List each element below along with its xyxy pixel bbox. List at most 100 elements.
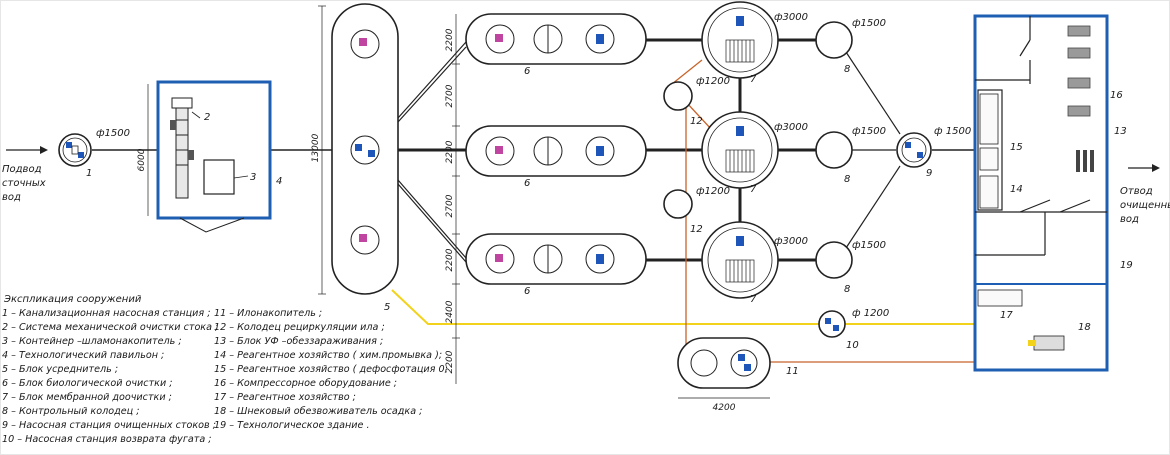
legend-item: 6 – Блок биологической очистки ; <box>2 377 172 389</box>
outlet-line-2: очищенных <box>1120 200 1170 211</box>
legend-item: 8 – Контрольный колодец ; <box>2 406 139 417</box>
callout-9: 9 <box>926 168 932 179</box>
callout-17: 17 <box>1000 310 1013 321</box>
diameter-1: ф1500 <box>96 128 130 139</box>
recirc-wells-12 <box>663 81 693 219</box>
control-wells-8 <box>815 21 853 279</box>
callout-6-top: 6 <box>524 66 530 77</box>
bio-block-bot <box>465 233 647 285</box>
reagent-17 <box>977 289 1023 307</box>
diameter-7-top: ф3000 <box>774 12 808 23</box>
pipe-5-6top-b <box>397 46 467 123</box>
pump-station-1 <box>58 133 92 167</box>
legend-item: 11 – Илонакопитель ; <box>214 308 322 319</box>
diameter-8-bot: ф1500 <box>852 240 886 251</box>
pump-icon <box>78 152 84 158</box>
callout-13: 13 <box>1114 126 1127 137</box>
legend-item: 14 – Реагентное хозяйство ( хим.промывка… <box>214 350 442 361</box>
callout-14: 14 <box>1010 184 1023 195</box>
pump-station-10 <box>818 310 846 338</box>
dim-2700-a: 2700 <box>445 84 455 107</box>
legend-item: 19 – Технологическое здание . <box>214 420 370 431</box>
diameter-8-top: ф1500 <box>852 18 886 29</box>
dim-2400: 2400 <box>445 300 455 323</box>
dim-2700-b: 2700 <box>445 194 455 217</box>
building-19 <box>973 14 1109 372</box>
callout-12-top: 12 <box>690 116 703 127</box>
legend-col-2: 11 – Илонакопитель ; 12 – Колодец рецирк… <box>214 308 448 431</box>
callout-7-bot: 7 <box>750 294 757 305</box>
pump-icon <box>355 144 362 151</box>
inlet-line-2: сточных <box>2 178 46 189</box>
legend-item: 3 – Контейнер –шламонакопитель ; <box>2 336 182 347</box>
legend-item: 13 – Блок УФ –обеззараживания ; <box>214 335 383 347</box>
pipe-8-9-top <box>845 51 901 135</box>
callout-3: 3 <box>250 172 256 183</box>
diameter-12-top: ф1200 <box>696 76 730 87</box>
legend-item: 10 – Насосная станция возврата фугата ; <box>2 434 212 445</box>
legend-col-1: 1 – Канализационная насосная станция ; 2… <box>2 308 218 445</box>
pipe-5-6bot <box>397 179 467 259</box>
uv-block-13 <box>1076 150 1094 172</box>
inlet-line-3: вод <box>2 192 21 203</box>
inlet-arrowhead <box>40 146 48 154</box>
callout-8-bot: 8 <box>844 284 850 295</box>
callout-5: 5 <box>384 302 390 313</box>
callout-2: 2 <box>204 112 210 123</box>
legend-item: 2 – Система механической очистки стока ; <box>2 322 218 333</box>
legend-item: 12 – Колодец рециркуляции ила ; <box>214 322 385 333</box>
dim-2200-d: 2200 <box>445 350 455 373</box>
diameter-10: ф 1200 <box>852 308 889 319</box>
callout-12-bot: 12 <box>690 224 703 235</box>
dimension-lines <box>147 5 770 399</box>
membrane-blocks-7 <box>701 1 779 299</box>
diameter-12-bot: ф1200 <box>696 186 730 197</box>
callout-6-bot: 6 <box>524 286 530 297</box>
legend-item: 7 – Блок мембранной доочистки ; <box>2 391 172 403</box>
pump-icon <box>66 142 72 148</box>
callout-7-top: 7 <box>750 74 757 85</box>
callout-8-mid: 8 <box>844 174 850 185</box>
legend-item: 16 – Компрессорное оборудование ; <box>214 377 397 389</box>
outlet-line-1: Отвод <box>1120 186 1153 197</box>
diameter-7-mid: ф3000 <box>774 122 808 133</box>
callout-10: 10 <box>846 340 859 351</box>
pipe-5-6top <box>397 41 467 119</box>
legend-item: 15 – Реагентное хозяйство ( дефосфотация… <box>214 364 448 375</box>
callout-18: 18 <box>1078 322 1091 333</box>
callout-11: 11 <box>786 366 799 377</box>
compressors-16 <box>1067 25 1091 117</box>
outlet-line-3: вод <box>1120 214 1139 225</box>
legend-item: 9 – Насосная станция очищенных стоков ; <box>2 420 216 431</box>
equalizer-5 <box>331 3 399 295</box>
pipe-5-6bot-b <box>397 183 467 263</box>
dim-13000: 13000 <box>311 133 321 162</box>
callout-7-mid: 7 <box>750 184 757 195</box>
pump-station-9 <box>896 132 932 168</box>
callout-8-top: 8 <box>844 64 850 75</box>
legend-item: 5 – Блок усреднитель ; <box>2 364 118 375</box>
dim-2200-b: 2200 <box>445 140 455 163</box>
legend-title: Экспликация сооружений <box>3 294 142 305</box>
mixer-icon <box>359 38 367 46</box>
bio-blocks-6 <box>465 13 647 285</box>
pipe-8-9-bot <box>845 165 901 249</box>
callout-1: 1 <box>86 168 92 179</box>
callout-6-mid: 6 <box>524 178 530 189</box>
legend-item: 1 – Канализационная насосная станция ; <box>2 308 210 319</box>
bio-block-top <box>465 13 647 65</box>
bio-block-mid <box>465 125 647 177</box>
mixer-icon <box>359 234 367 242</box>
orange-pipes <box>671 59 974 363</box>
inlet-line-1: Подвод <box>2 164 42 175</box>
sludge-tank-11 <box>677 337 771 389</box>
callout-19: 19 <box>1120 260 1133 271</box>
sludge-container <box>203 159 235 195</box>
screw-conveyor <box>175 107 189 199</box>
dim-2200-a: 2200 <box>445 28 455 51</box>
outlet-arrowhead <box>1152 164 1160 172</box>
pump-icon <box>368 150 375 157</box>
pavilion-4 <box>156 80 272 233</box>
dim-2200-c: 2200 <box>445 248 455 271</box>
